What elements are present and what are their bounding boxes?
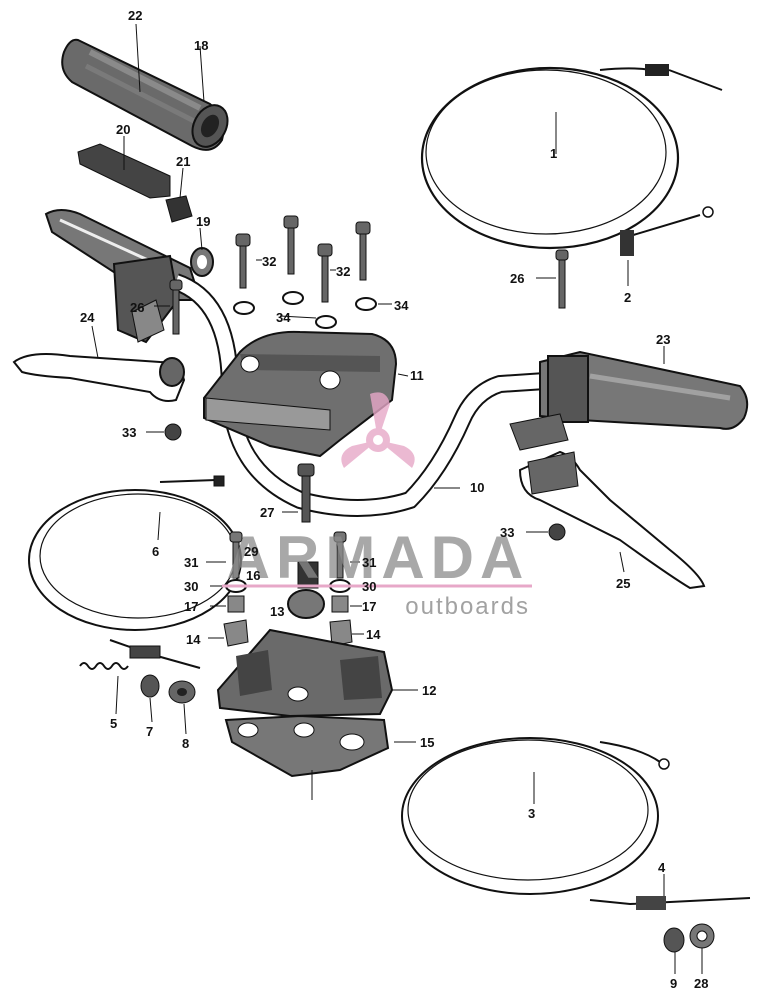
part-label-17: 17 [362, 599, 376, 614]
mid-hardware [223, 531, 353, 647]
watermark-tagline: outboards [405, 593, 530, 620]
part-label-17: 17 [184, 599, 198, 614]
bolts-32 [235, 215, 371, 303]
part-label-10: 10 [470, 480, 484, 495]
handlebar-tube [172, 273, 561, 517]
part-label-3: 3 [528, 806, 535, 821]
cable-3 [401, 737, 751, 910]
left-lever-bracket [44, 209, 202, 344]
nut-7 [140, 674, 160, 698]
left-grip [61, 38, 229, 151]
part-label-7: 7 [146, 724, 153, 739]
upper-clamp [203, 330, 398, 458]
right-brake-lever [518, 450, 706, 590]
part-label-28: 28 [694, 976, 708, 991]
lower-clamp-15 [224, 714, 390, 778]
cable-adjuster-2 [620, 230, 634, 256]
part-label-4: 4 [658, 860, 666, 875]
part-label-14: 14 [366, 627, 381, 642]
part-label-12: 12 [422, 683, 436, 698]
right-throttle-grip [509, 350, 749, 451]
bolt-26-right [555, 249, 569, 309]
part-label-8: 8 [182, 736, 189, 751]
watermark-brand: ARMADA [227, 524, 530, 591]
bolt-26-left [169, 279, 183, 335]
part-label-22: 22 [128, 8, 142, 23]
small-parts-9-28 [663, 923, 715, 953]
part-label-16: 16 [246, 568, 260, 583]
part-label-31: 31 [184, 555, 198, 570]
part-label-6: 6 [152, 544, 159, 559]
bolt-8 [168, 680, 196, 704]
part-label-26: 26 [130, 300, 144, 315]
part-label-21: 21 [176, 154, 190, 169]
part-label-29: 29 [244, 544, 258, 559]
part-label-34: 34 [276, 310, 291, 325]
part-label-32: 32 [336, 264, 350, 279]
part-label-32: 32 [262, 254, 276, 269]
part-number-labels: 22 18 20 21 19 32 32 34 34 26 24 11 33 1… [80, 8, 708, 991]
part-label-1: 1 [550, 146, 557, 161]
part-label-15: 15 [420, 735, 434, 750]
left-brake-lever [12, 353, 186, 402]
part-label-34: 34 [394, 298, 409, 313]
part-label-19: 19 [196, 214, 210, 229]
part-label-31: 31 [362, 555, 376, 570]
propeller-icon [341, 392, 415, 468]
clip-21 [165, 195, 193, 223]
part-label-5: 5 [110, 716, 117, 731]
part-label-18: 18 [194, 38, 208, 53]
part-label-14: 14 [186, 632, 201, 647]
part-label-11: 11 [410, 368, 424, 383]
part-label-26: 26 [510, 271, 524, 286]
washers-34 [233, 291, 377, 329]
part-label-30: 30 [362, 579, 376, 594]
nut-33-left [164, 423, 182, 441]
clip-20 [77, 143, 171, 199]
bolt-27 [297, 463, 315, 523]
part-label-13: 13 [270, 604, 284, 619]
part-label-27: 27 [260, 505, 274, 520]
part-label-23: 23 [656, 332, 670, 347]
part-label-33: 33 [122, 425, 136, 440]
part-label-30: 30 [184, 579, 198, 594]
spring-5 [79, 662, 129, 670]
part-label-2: 2 [624, 290, 631, 305]
part-label-33: 33 [500, 525, 514, 540]
cable-1 [420, 64, 723, 250]
lower-clamp-12 [216, 628, 394, 718]
ring-19 [190, 247, 214, 277]
watermark: ARMADA outboards [222, 392, 532, 620]
nut-33-right [548, 523, 566, 541]
part-label-25: 25 [616, 576, 630, 591]
cable-6 [28, 475, 242, 669]
part-label-20: 20 [116, 122, 130, 137]
part-label-9: 9 [670, 976, 677, 991]
part-label-24: 24 [80, 310, 95, 325]
leader-lines [91, 23, 703, 974]
